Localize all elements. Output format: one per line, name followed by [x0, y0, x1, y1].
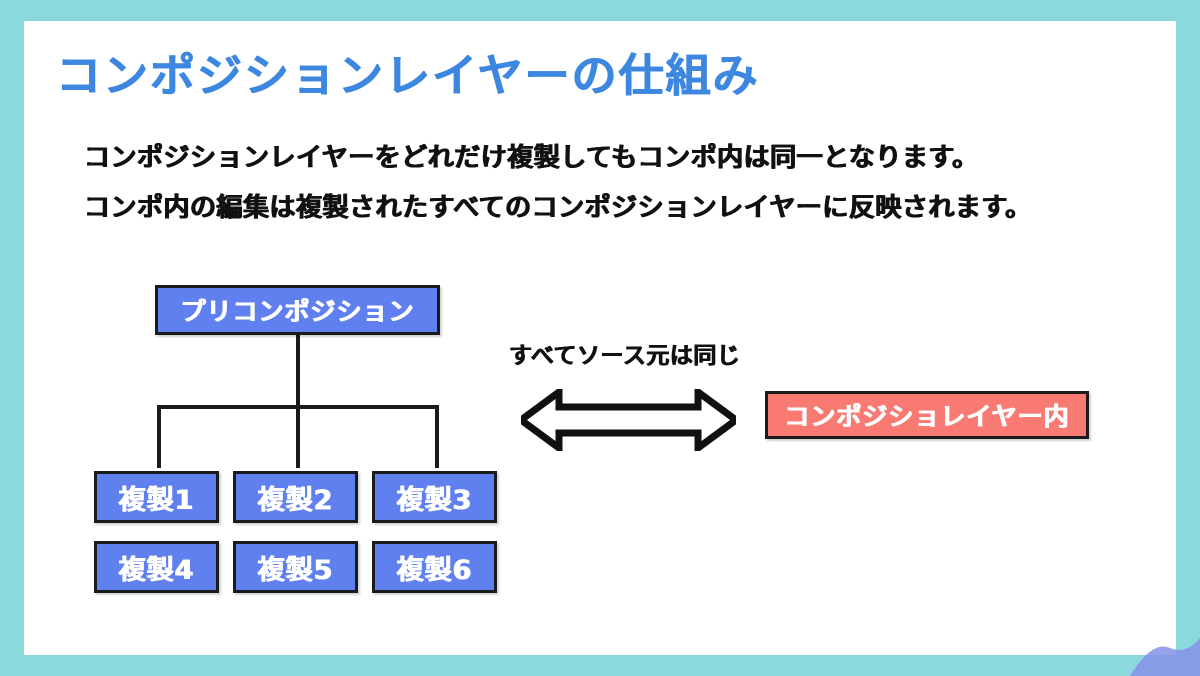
arrow-caption: すべてソース元は同じ: [509, 343, 741, 369]
node-duplicate-6: 複製6: [372, 541, 497, 593]
connector-horizontal-bar: [157, 405, 439, 409]
node-duplicate-5: 複製5: [233, 541, 358, 593]
node-duplicate-4: 複製4: [94, 541, 219, 593]
node-composition-layer: コンポジショレイヤー内: [765, 391, 1089, 439]
node-duplicate-1: 複製1: [94, 471, 219, 523]
body-text-line-2: コンポ内の編集は複製されたすべてのコンポジションレイヤーに反映されます。: [84, 193, 1032, 223]
composition-layer-diagram: プリコンポジション 複製1 複製2 複製3 複製4 複製5 複製6 すべてソース…: [24, 21, 1176, 655]
double-headed-arrow-icon: [521, 389, 736, 451]
connector-drop-left: [157, 405, 161, 468]
node-duplicate-2: 複製2: [233, 471, 358, 523]
slide-canvas: コンポジションレイヤーの仕組み コンポジションレイヤーをどれだけ複製してもコンポ…: [24, 21, 1176, 655]
node-precomposition: プリコンポジション: [155, 285, 440, 335]
body-text-line-1: コンポジションレイヤーをどれだけ複製してもコンポ内は同一となります。: [84, 143, 979, 173]
node-duplicate-3: 複製3: [372, 471, 497, 523]
page-title: コンポジションレイヤーの仕組み: [56, 49, 760, 102]
connector-stem-vertical: [296, 335, 300, 468]
connector-drop-right: [435, 405, 439, 468]
